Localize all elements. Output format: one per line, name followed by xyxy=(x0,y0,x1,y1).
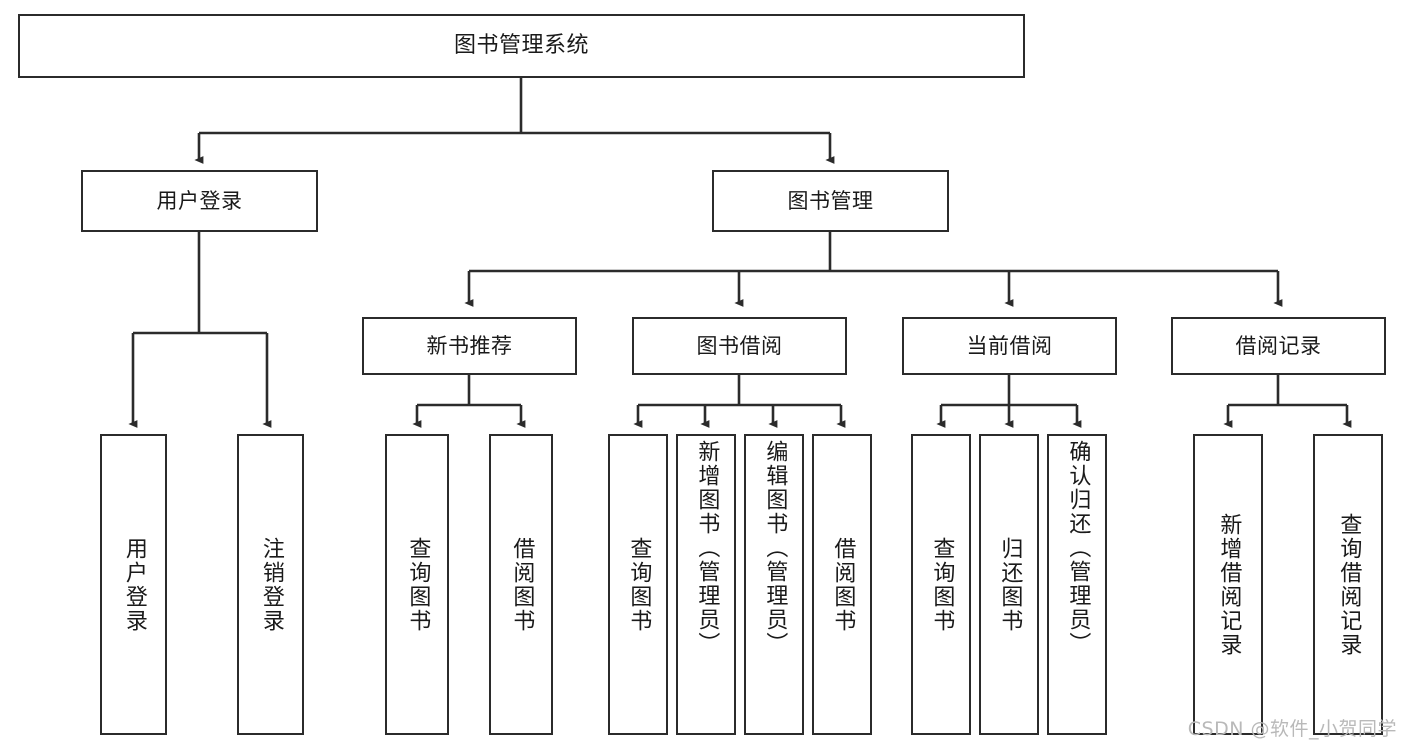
node-current-borrow[interactable]: 当前借阅 xyxy=(902,317,1117,375)
leaf-user-login[interactable]: 用户登录 xyxy=(100,434,167,735)
node-label: 确认归还（管理员） xyxy=(1065,440,1091,656)
node-label: 借阅记录 xyxy=(1235,333,1322,358)
node-label: 用户登录 xyxy=(156,188,243,213)
node-label: 查询图书 xyxy=(626,536,652,633)
node-label: 图书管理系统 xyxy=(453,33,589,59)
node-label: 图书管理 xyxy=(787,188,874,213)
leaf-query-book-current[interactable]: 查询图书 xyxy=(911,434,971,735)
node-label: 编辑图书（管理员） xyxy=(762,440,788,656)
node-label: 新增借阅记录 xyxy=(1216,512,1242,657)
leaf-borrow-book-borrow[interactable]: 借阅图书 xyxy=(812,434,872,735)
node-label: 注销登录 xyxy=(258,536,284,633)
leaf-query-book-borrow[interactable]: 查询图书 xyxy=(608,434,668,735)
node-label: 用户登录 xyxy=(121,536,147,633)
node-book-borrow[interactable]: 图书借阅 xyxy=(632,317,847,375)
node-label: 新书推荐 xyxy=(426,333,513,358)
node-label: 当前借阅 xyxy=(966,333,1053,358)
node-label: 归还图书 xyxy=(997,536,1023,633)
node-user-login[interactable]: 用户登录 xyxy=(81,170,318,232)
leaf-query-borrow-record[interactable]: 查询借阅记录 xyxy=(1313,434,1383,735)
leaf-confirm-return-admin[interactable]: 确认归还（管理员） xyxy=(1047,434,1107,735)
node-label: 查询图书 xyxy=(405,536,431,633)
leaf-add-book-admin[interactable]: 新增图书（管理员） xyxy=(676,434,736,735)
node-label: 查询借阅记录 xyxy=(1336,512,1362,657)
node-label: 查询图书 xyxy=(929,536,955,633)
leaf-return-book[interactable]: 归还图书 xyxy=(979,434,1039,735)
leaf-edit-book-admin[interactable]: 编辑图书（管理员） xyxy=(744,434,804,735)
node-label: 借阅图书 xyxy=(509,536,535,633)
node-borrow-records[interactable]: 借阅记录 xyxy=(1171,317,1386,375)
node-root-system[interactable]: 图书管理系统 xyxy=(18,14,1025,78)
node-book-management[interactable]: 图书管理 xyxy=(712,170,949,232)
watermark-text: CSDN @软件_小贺同学 xyxy=(1187,718,1397,740)
node-label: 新增图书（管理员） xyxy=(694,440,720,656)
node-label: 图书借阅 xyxy=(696,333,783,358)
leaf-borrow-book-newbooks[interactable]: 借阅图书 xyxy=(489,434,553,735)
leaf-add-borrow-record[interactable]: 新增借阅记录 xyxy=(1193,434,1263,735)
leaf-user-logout[interactable]: 注销登录 xyxy=(237,434,304,735)
node-new-book-recommend[interactable]: 新书推荐 xyxy=(362,317,577,375)
leaf-query-book-newbooks[interactable]: 查询图书 xyxy=(385,434,449,735)
node-label: 借阅图书 xyxy=(830,536,856,633)
